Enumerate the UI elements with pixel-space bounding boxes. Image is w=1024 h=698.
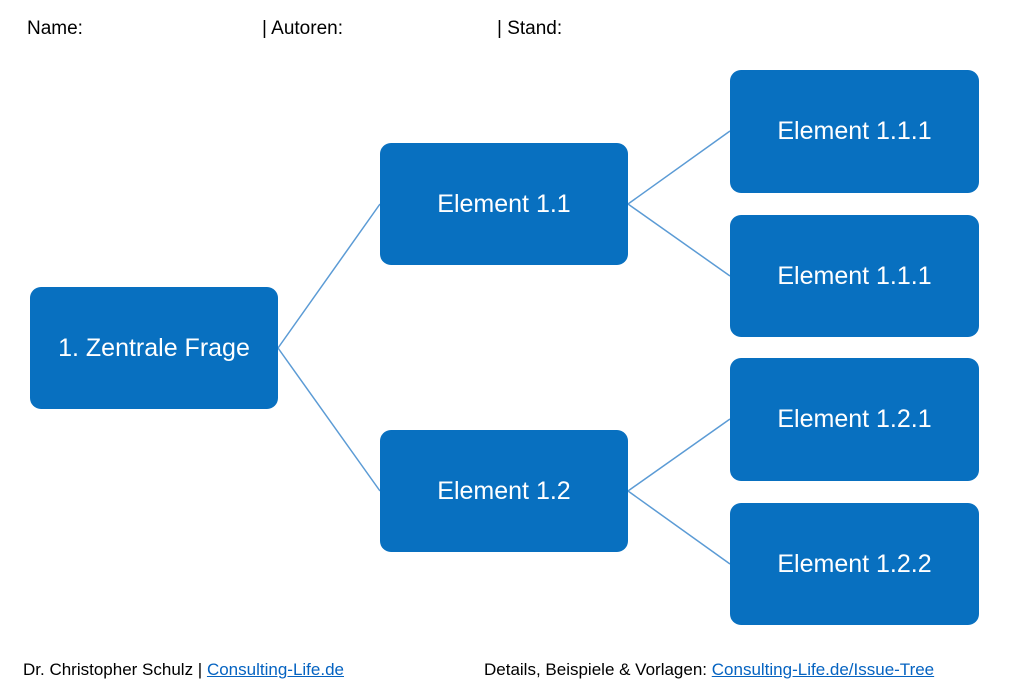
- connector-root-to-1-2: [277, 347, 381, 492]
- footer-details-link[interactable]: Consulting-Life.de/Issue-Tree: [711, 660, 935, 679]
- node-label: Element 1.2: [437, 476, 571, 505]
- footer-details: Details, Beispiele & Vorlagen: Consultin…: [484, 659, 934, 681]
- node-element-1-1-1-a: Element 1.1.1: [730, 70, 979, 193]
- root-node-label: 1. Zentrale Frage: [58, 333, 250, 362]
- name-label: Name:: [27, 18, 83, 39]
- node-label: Element 1.1.1: [777, 261, 932, 290]
- connector-1-2-to-1-2-2: [627, 490, 731, 565]
- footer-details-text: Details, Beispiele & Vorlagen:: [484, 660, 708, 679]
- footer-author-link[interactable]: Consulting-Life.de: [206, 660, 344, 679]
- node-element-1-2-2: Element 1.2.2: [730, 503, 979, 625]
- node-label: Element 1.2.1: [777, 405, 932, 433]
- node-element-1-2-1: Element 1.2.1: [730, 358, 979, 481]
- footer-author: Dr. Christopher Schulz | Consulting-Life…: [23, 659, 344, 681]
- authors-label: | Autoren:: [262, 18, 343, 39]
- node-element-1-1-1-b: Element 1.1.1: [730, 215, 979, 337]
- node-element-1-1: Element 1.1: [380, 143, 628, 265]
- connector-1-1-to-1-1-1-b: [627, 203, 731, 277]
- root-node: 1. Zentrale Frage: [30, 287, 278, 409]
- node-label: Element 1.1: [437, 189, 571, 218]
- date-label: | Stand:: [497, 18, 563, 39]
- connector-1-1-to-1-1-1-a: [627, 130, 731, 205]
- footer-author-text: Dr. Christopher Schulz |: [23, 660, 203, 679]
- node-label: Element 1.2.2: [777, 549, 932, 578]
- node-label: Element 1.1.1: [777, 117, 932, 145]
- connector-root-to-1-1: [277, 203, 381, 349]
- connector-1-2-to-1-2-1: [627, 418, 731, 492]
- node-element-1-2: Element 1.2: [380, 430, 628, 552]
